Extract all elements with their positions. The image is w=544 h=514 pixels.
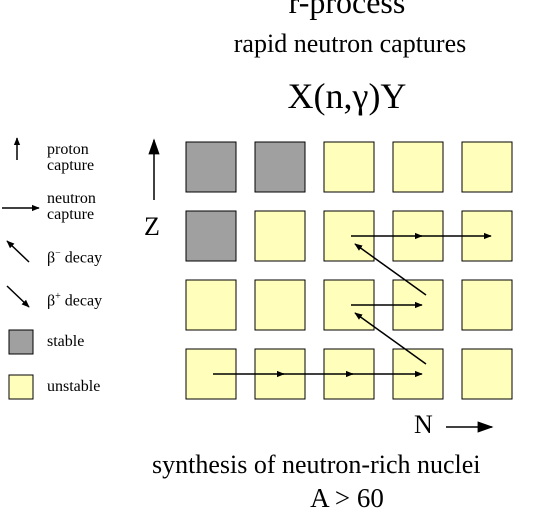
unstable-nuclide-cell [254, 279, 306, 331]
stable-nuclide-cell [185, 141, 237, 193]
beta-plus-sup: + [55, 291, 61, 302]
legend-neutron-line1: neutron [47, 190, 96, 207]
legend-unstable: unstable [47, 378, 101, 395]
beta-minus-icon [6, 240, 30, 263]
reaction-path [213, 232, 492, 378]
beta-decay-arrow [354, 243, 427, 296]
unstable-nuclide-cell [254, 210, 306, 262]
stable-nuclide-cell [185, 210, 237, 262]
legend-neutron-capture: neutron capture [47, 191, 96, 223]
beta-plus-icon [6, 285, 30, 308]
stable-nuclide-cell [254, 141, 306, 193]
legend-neutron-line2: capture [47, 206, 95, 223]
legend-proton-line1: proton [47, 141, 89, 158]
subtitle: rapid neutron captures [233, 29, 467, 58]
unstable-nuclide-cell [461, 279, 513, 331]
footer-description: synthesis of neutron-rich nuclei [152, 450, 481, 479]
beta-minus-symbol: β [47, 249, 56, 267]
unstable-nuclide-cell [392, 141, 444, 193]
unstable-nuclide-cell [323, 141, 375, 193]
beta-decay-arrow [354, 312, 427, 365]
n-axis-label: N [414, 410, 433, 439]
nuclide-grid [185, 141, 513, 400]
reaction-equation: X(n,γ)Y [287, 76, 407, 116]
legend-beta-plus: β+ decay [47, 289, 102, 309]
beta-plus-symbol: β [47, 292, 56, 310]
unstable-nuclide-cell [323, 210, 375, 262]
legend-proton-line2: capture [47, 157, 95, 174]
unstable-nuclide-cell [461, 348, 513, 400]
legend-proton-capture: proton capture [47, 142, 94, 174]
legend-stable: stable [47, 333, 85, 350]
z-axis-label: Z [144, 212, 160, 241]
unstable-nuclide-cell [461, 141, 513, 193]
unstable-swatch [8, 374, 34, 400]
legend-beta-minus: β− decay [47, 246, 102, 266]
stable-swatch [8, 329, 34, 355]
beta-minus-sup: − [55, 248, 61, 259]
title: r-process [288, 0, 406, 20]
footer-mass-condition: A > 60 [310, 483, 384, 513]
beta-minus-text: decay [60, 249, 103, 267]
beta-plus-text: decay [60, 292, 103, 310]
unstable-nuclide-cell [185, 279, 237, 331]
